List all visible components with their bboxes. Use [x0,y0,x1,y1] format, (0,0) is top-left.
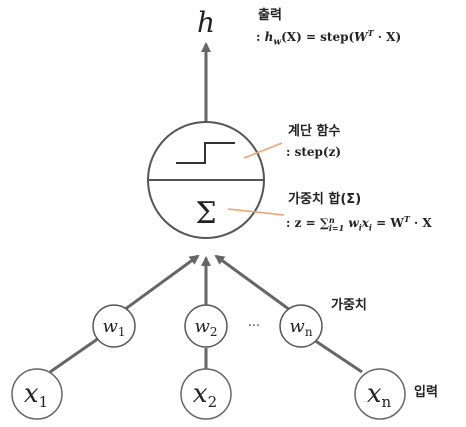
arrow-wn-to-neuron [214,254,291,312]
output-label: 출력 [258,8,282,23]
inputs-label: 입력 [414,385,438,400]
weights-ellipsis: ··· [248,319,260,334]
input-node-xn [354,368,406,420]
output-formula: : hw(X) = step(WT · X) [256,28,402,48]
input-label-x2: x2 [193,379,217,411]
sum-leader-line [227,208,285,216]
weight-label-w2: w2 [194,316,217,339]
sigma-symbol: Σ [195,196,216,231]
weight-label-w1: w1 [102,316,125,339]
step-function-formula: : step(z) [286,145,342,159]
weight-node-wn [279,304,323,348]
input-label-xn: xn [367,379,392,411]
weights-label: 가중치 [331,298,367,313]
edge-x1-w1 [49,336,100,374]
arrow-w1-to-neuron [123,254,200,312]
output-symbol: h [197,6,215,39]
input-node-x1 [11,368,63,420]
edge-xn-wn [313,338,363,374]
weighted-sum-label: 가중치 합(Σ) [288,192,362,207]
step-function-icon [176,142,235,164]
input-label-x1: x1 [24,379,48,411]
weight-node-w1 [92,304,136,348]
input-node-x2 [180,368,232,420]
weight-node-w2 [184,304,228,348]
step-function-label: 계단 함수 [288,124,341,139]
weight-label-wn: wn [289,316,312,339]
step-leader-line [243,142,283,159]
